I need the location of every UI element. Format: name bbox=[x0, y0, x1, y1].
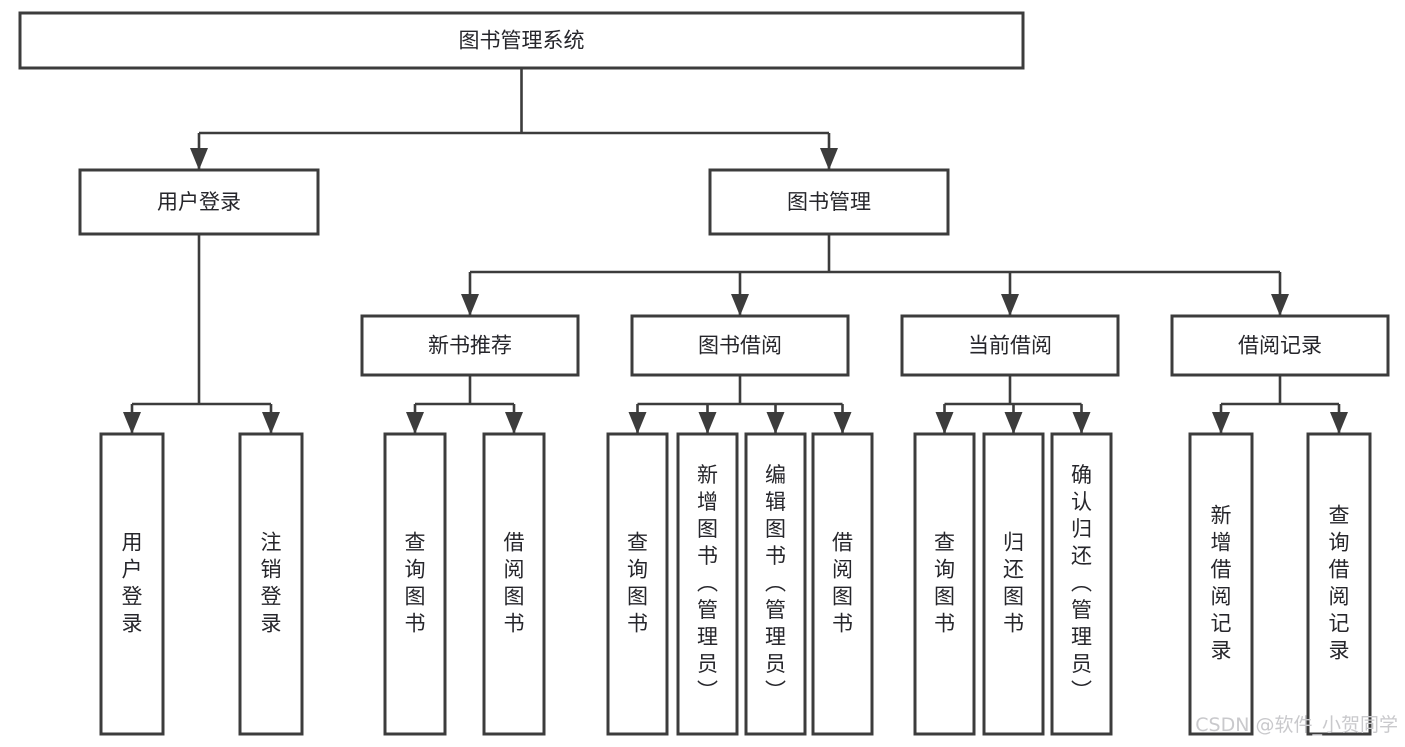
node-label-leaf-logout: 注销登录 bbox=[261, 531, 282, 636]
connector-arrow bbox=[1271, 294, 1289, 316]
connector-arrow bbox=[1004, 412, 1023, 434]
connector-arrow bbox=[1072, 412, 1091, 434]
node-label-leaf-edit-book: 编辑图书︵管理员︶ bbox=[765, 463, 786, 703]
node-label-leaf-return-book: 归还图书 bbox=[1003, 531, 1024, 636]
connector-arrow bbox=[628, 412, 647, 434]
connector-arrow bbox=[935, 412, 954, 434]
node-label-leaf-query-book-2: 查询图书 bbox=[627, 531, 648, 636]
node-label-root: 图书管理系统 bbox=[459, 29, 585, 53]
node-label-new-book-recommend: 新书推荐 bbox=[428, 334, 512, 358]
node-box-book-borrow[interactable] bbox=[630, 314, 850, 377]
connectors-layer bbox=[123, 68, 1348, 434]
node-box-leaf-logout[interactable] bbox=[238, 432, 304, 736]
node-box-leaf-query-book-2[interactable] bbox=[606, 432, 669, 736]
node-box-leaf-borrow-book-1[interactable] bbox=[482, 432, 546, 736]
connector-arrow bbox=[1330, 412, 1348, 434]
node-label-leaf-query-book-3: 查询图书 bbox=[934, 531, 955, 636]
connector-arrow bbox=[505, 412, 523, 434]
node-box-leaf-query-record[interactable] bbox=[1306, 432, 1372, 736]
node-label-user-login: 用户登录 bbox=[157, 190, 241, 214]
node-label-leaf-add-record: 新增借阅记录 bbox=[1211, 504, 1232, 663]
connector-arrow bbox=[820, 148, 838, 170]
node-box-leaf-borrow-book-2[interactable] bbox=[811, 432, 874, 736]
node-box-root[interactable] bbox=[18, 11, 1025, 70]
node-label-leaf-borrow-book-2: 借阅图书 bbox=[832, 531, 853, 636]
connector-arrow bbox=[1001, 294, 1019, 316]
node-label-borrow-record: 借阅记录 bbox=[1238, 334, 1322, 358]
nodes-layer: 图书管理系统用户登录图书管理新书推荐图书借阅当前借阅借阅记录用户登录注销登录查询… bbox=[18, 11, 1390, 736]
connector-arrow bbox=[123, 412, 141, 434]
node-box-leaf-user-login[interactable] bbox=[99, 432, 165, 736]
connector-arrow bbox=[698, 412, 717, 434]
node-label-leaf-query-record: 查询借阅记录 bbox=[1329, 504, 1350, 663]
node-box-leaf-add-record[interactable] bbox=[1188, 432, 1254, 736]
node-box-current-borrow[interactable] bbox=[900, 314, 1120, 377]
node-box-leaf-query-book-3[interactable] bbox=[913, 432, 976, 736]
connector-arrow bbox=[262, 412, 280, 434]
node-label-leaf-confirm-return: 确认归还︵管理员︶ bbox=[1071, 463, 1092, 703]
node-label-current-borrow: 当前借阅 bbox=[968, 334, 1052, 358]
connector-arrow bbox=[731, 294, 749, 316]
node-label-book-manage: 图书管理 bbox=[787, 190, 871, 214]
node-box-leaf-query-book-1[interactable] bbox=[383, 432, 447, 736]
node-box-leaf-return-book[interactable] bbox=[982, 432, 1045, 736]
node-box-new-book-recommend[interactable] bbox=[360, 314, 580, 377]
node-box-leaf-confirm-return[interactable] bbox=[1050, 432, 1113, 736]
csdn-watermark: CSDN @软件_小贺同学 bbox=[1195, 714, 1398, 736]
connector-arrow bbox=[766, 412, 785, 434]
node-box-user-login[interactable] bbox=[78, 168, 320, 236]
node-label-leaf-query-book-1: 查询图书 bbox=[405, 531, 426, 636]
node-box-borrow-record[interactable] bbox=[1170, 314, 1390, 377]
node-label-book-borrow: 图书借阅 bbox=[698, 334, 782, 358]
node-label-leaf-borrow-book-1: 借阅图书 bbox=[504, 531, 525, 636]
connector-arrow bbox=[406, 412, 424, 434]
node-box-leaf-add-book[interactable] bbox=[676, 432, 739, 736]
node-label-leaf-user-login: 用户登录 bbox=[122, 531, 143, 636]
connector-arrow bbox=[461, 294, 479, 316]
node-box-book-manage[interactable] bbox=[708, 168, 950, 236]
connector-arrow bbox=[833, 412, 852, 434]
connector-arrow bbox=[1212, 412, 1230, 434]
node-box-leaf-edit-book[interactable] bbox=[744, 432, 807, 736]
node-label-leaf-add-book: 新增图书︵管理员︶ bbox=[697, 463, 718, 703]
connector-arrow bbox=[190, 148, 208, 170]
